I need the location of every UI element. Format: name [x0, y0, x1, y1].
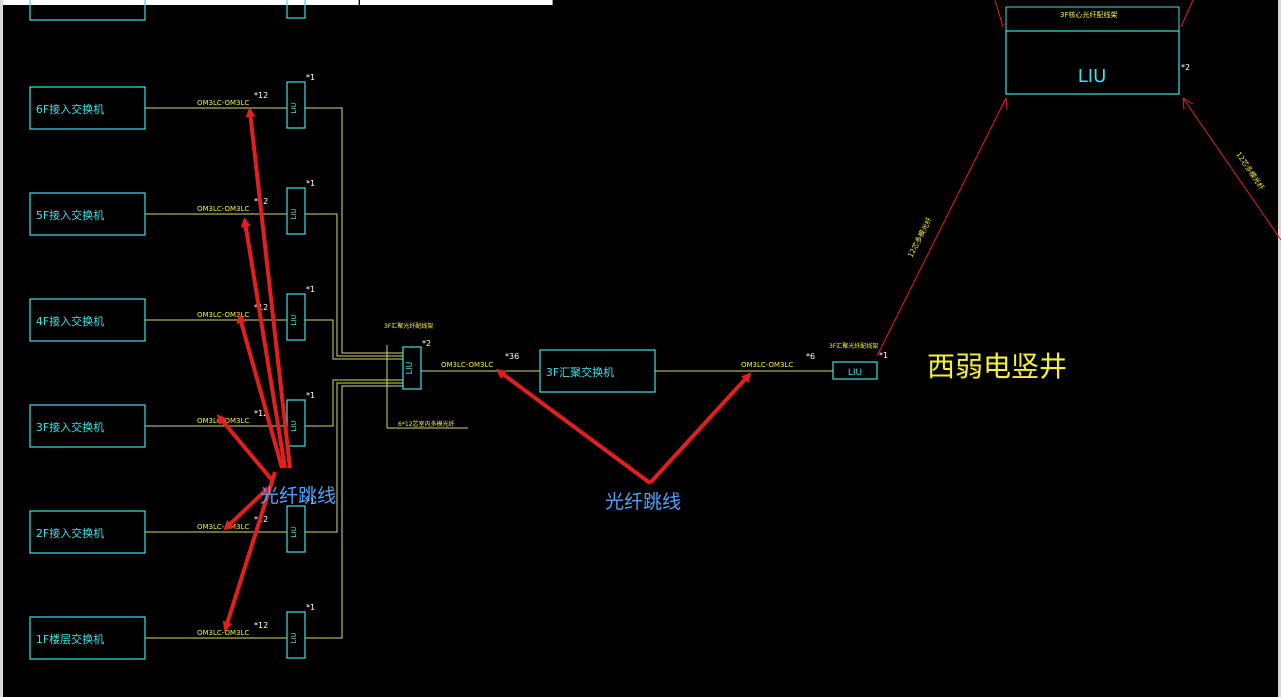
- floor-cable-count: *12: [254, 303, 268, 312]
- riser-cable-label: 12芯多模光纤: [906, 216, 934, 259]
- floor-cable-count: *12: [254, 621, 268, 630]
- floor-liu-label: LIU: [290, 208, 298, 219]
- floor-liu-count: *1: [306, 285, 315, 294]
- floor-liu-box: [286, 187, 306, 235]
- top-red-right: [1180, 0, 1194, 28]
- floor-cable-label: OM3LC-OM3LC: [197, 99, 249, 107]
- top-liu-label: LIU: [1078, 66, 1107, 87]
- riser-liu-box: [832, 361, 878, 380]
- hub-liu-title: 3F汇聚光纤配线架: [384, 322, 433, 330]
- red-annotation-arrow: [495, 369, 652, 485]
- annotation-label-right: 光纤跳线: [605, 491, 681, 513]
- bus-line: [305, 107, 403, 354]
- red-annotation-arrow: [240, 217, 287, 469]
- floor-switch-label: 6F接入交换机: [36, 102, 104, 116]
- agg-cable-right: OM3LC-OM3LC: [741, 361, 793, 369]
- hub-liu-count: *2: [422, 339, 431, 348]
- floor-cable-label: OM3LC-OM3LC: [197, 205, 249, 213]
- hub-liu-box: [402, 346, 422, 390]
- floor-switch-label: 5F接入交换机: [36, 208, 104, 222]
- bus-line: [305, 213, 403, 357]
- floor-switch-label: 3F接入交换机: [36, 420, 104, 434]
- top-red-left: [994, 0, 1004, 28]
- floor-switch-label: 4F接入交换机: [36, 314, 104, 328]
- riser-cable2-arrow-a: [1182, 97, 1185, 111]
- floor-liu-box: [286, 611, 306, 659]
- floor-liu-box: [286, 505, 306, 553]
- floor-liu-count: *1: [306, 497, 315, 506]
- partial-switch-box: [29, 0, 146, 21]
- tab-strip-right[interactable]: [360, 0, 553, 5]
- riser-cable-label-2: 12芯多模光纤: [1234, 150, 1266, 191]
- right-frame: [1278, 0, 1281, 697]
- red-annotation-arrow: [648, 372, 752, 485]
- bus-line: [305, 382, 403, 533]
- riser-cable-arrow-b: [1005, 97, 1008, 111]
- floor-liu-count: *1: [306, 603, 315, 612]
- agg-switch-label: 3F汇聚交换机: [546, 365, 614, 379]
- riser-liu-title: 3F汇聚光纤配线架: [829, 342, 878, 350]
- floor-cable-label: OM3LC-OM3LC: [197, 629, 249, 637]
- floor-liu-label: LIU: [290, 102, 298, 113]
- riser-liu-count: *1: [879, 351, 888, 360]
- floor-liu-box: [286, 399, 306, 447]
- bus-line: [305, 385, 403, 639]
- floor-liu-label: LIU: [290, 420, 298, 431]
- riser-cable-red: [876, 97, 1007, 357]
- red-annotation-arrow: [222, 471, 277, 632]
- floor-liu-count: *1: [306, 391, 315, 400]
- top-toolbar: [0, 0, 1281, 6]
- hub-liu-label: LIU: [405, 362, 414, 375]
- top-liu-title: 3F核心光纤配线架: [1060, 10, 1117, 19]
- floor-liu-label: LIU: [290, 632, 298, 643]
- floor-cable-count: *12: [254, 91, 268, 100]
- floor-liu-label: LIU: [290, 526, 298, 537]
- tab-strip-left[interactable]: [0, 0, 359, 5]
- cable-bus: [305, 107, 403, 639]
- riser-cable-red-2: [1182, 97, 1281, 241]
- agg-count-left: *36: [505, 352, 519, 361]
- floor-liu-box: [286, 293, 306, 341]
- floor-switch-label: 2F接入交换机: [36, 526, 104, 540]
- red-annotation-arrow: [216, 414, 274, 482]
- bus-line: [305, 319, 403, 360]
- riser-cable2-arrow-b: [1182, 97, 1194, 105]
- floor-liu-count: *1: [306, 73, 315, 82]
- red-annotation-arrow: [245, 107, 292, 469]
- annotation-label-left: 光纤跳线: [260, 485, 336, 507]
- left-frame: [0, 0, 3, 697]
- riser-cable-arrow-a: [1000, 97, 1007, 109]
- red-annotation-arrow: [223, 486, 270, 531]
- floor-cable-count: *12: [254, 409, 268, 418]
- bus-line: [305, 379, 403, 427]
- floor-switch-label: 1F楼层交换机: [36, 632, 104, 646]
- floor-cable-label: OM3LC-OM3LC: [197, 311, 249, 319]
- floor-liu-box: [286, 81, 306, 129]
- agg-cable-left: OM3LC-OM3LC: [441, 361, 493, 369]
- partial-liu-box: [286, 0, 306, 19]
- hub-bottom-note: 6*12芯室内多模光纤: [398, 420, 454, 428]
- annotation-arrows: [216, 107, 752, 632]
- agg-count-right: *6: [806, 352, 815, 361]
- floor-liu-count: *1: [306, 179, 315, 188]
- top-liu-box: [1005, 30, 1180, 95]
- floor-cable-label: OM3LC-OM3LC: [197, 523, 249, 531]
- riser-liu-label: LIU: [848, 368, 862, 378]
- top-liu-count: *2: [1181, 63, 1190, 72]
- shaft-label: 西弱电竖井: [927, 350, 1067, 383]
- red-annotation-arrow: [236, 313, 284, 469]
- floor-liu-label: LIU: [290, 314, 298, 325]
